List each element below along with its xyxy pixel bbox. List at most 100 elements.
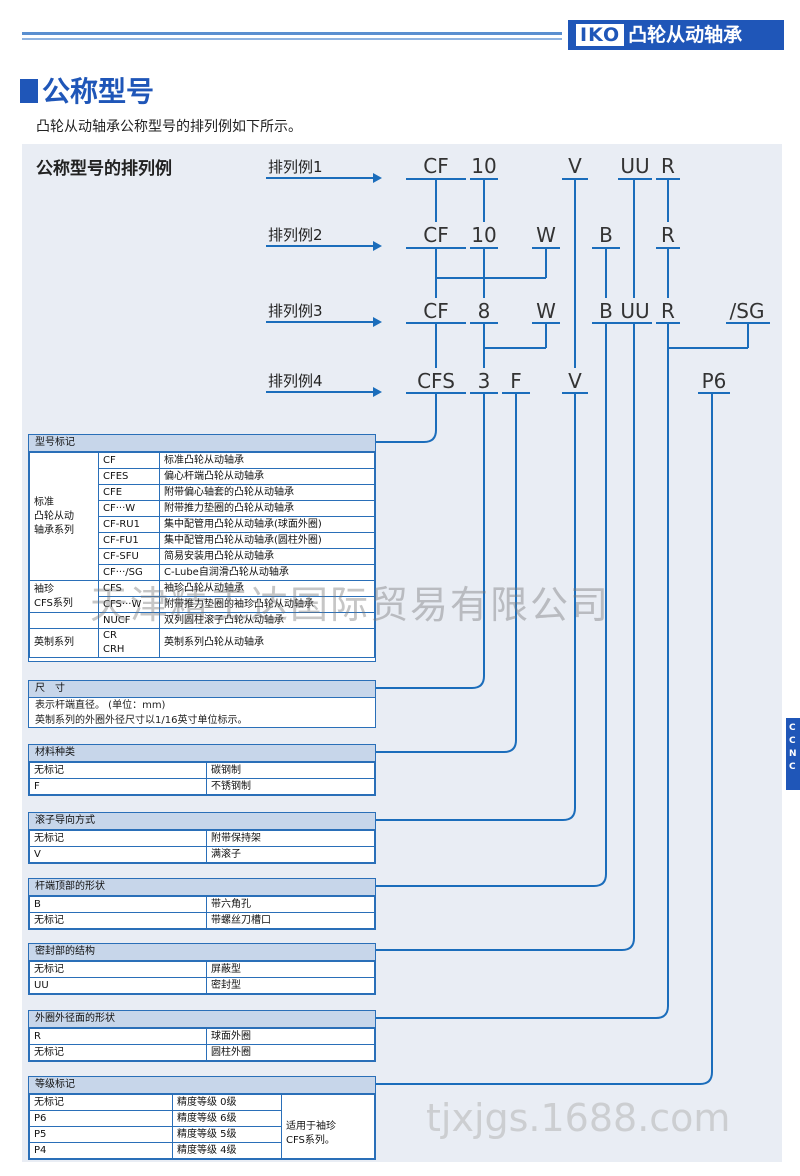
code-cell: CF bbox=[98, 452, 160, 469]
ex4-code-type: CFS bbox=[417, 369, 455, 393]
example-1-label: 排列例1 bbox=[268, 158, 323, 176]
code-cell: CF···W bbox=[98, 500, 160, 517]
ex4-code-grade: P6 bbox=[701, 369, 727, 393]
ex3-code-head: B bbox=[599, 299, 613, 323]
seal-box-header: 密封部的结构 bbox=[29, 944, 375, 961]
header-rule-1 bbox=[22, 32, 562, 35]
code-cell: CF-FU1 bbox=[98, 532, 160, 549]
example-3-arrow bbox=[266, 317, 382, 327]
ex3-code-sg: /SG bbox=[729, 299, 765, 323]
group-standard: 标准 凸轮从动 轴承系列 bbox=[29, 452, 99, 581]
desc-cell: 带螺丝刀槽口 bbox=[206, 912, 375, 929]
code-cell: P6 bbox=[29, 1110, 173, 1127]
desc-cell: 偏心杆端凸轮从动轴承 bbox=[159, 468, 375, 485]
ex2-code-type: CF bbox=[423, 223, 449, 247]
desc-cell: 简易安装用凸轮从动轴承 bbox=[159, 548, 375, 565]
model-box-header: 型号标记 bbox=[29, 435, 375, 452]
code-cell: F bbox=[29, 778, 207, 795]
code-cell: V bbox=[29, 846, 207, 863]
roller-box-header: 滚子导向方式 bbox=[29, 813, 375, 830]
code-cell: R bbox=[29, 1028, 207, 1045]
example-1-arrow bbox=[266, 173, 382, 183]
desc-cell: 集中配管用凸轮从动轴承(圆柱外圈) bbox=[159, 532, 375, 549]
desc-cell: 球面外圈 bbox=[206, 1028, 375, 1045]
code-cell: 无标记 bbox=[29, 912, 207, 929]
ex1-code-outer: R bbox=[661, 154, 675, 178]
table-row: 无标记带螺丝刀槽口 bbox=[29, 912, 375, 929]
desc-cell: 附带偏心轴套的凸轮从动轴承 bbox=[159, 484, 375, 501]
side-index-tab[interactable]: C C N C bbox=[786, 718, 800, 790]
desc-cell: 精度等级 4级 bbox=[172, 1142, 282, 1159]
table-row: 无标记屏蔽型 bbox=[29, 961, 375, 978]
desc-cell: 精度等级 6级 bbox=[172, 1110, 282, 1127]
ex2-code-outer: R bbox=[661, 223, 675, 247]
size-line-1: 表示杆端直径。 (单位：mm) bbox=[35, 700, 166, 711]
desc-cell: 集中配管用凸轮从动轴承(球面外圈) bbox=[159, 516, 375, 533]
watermark-company: 天津精工达国际贸易有限公司 bbox=[90, 583, 611, 627]
ex4-code-roller: V bbox=[568, 369, 582, 393]
watermark-site: tjxjgs.1688.com bbox=[426, 1096, 731, 1140]
code-cell: CF-SFU bbox=[98, 548, 160, 565]
desc-cell: 屏蔽型 bbox=[206, 961, 375, 978]
desc-cell: 标准凸轮从动轴承 bbox=[159, 452, 375, 469]
grade-note: 适用于袖珍 CFS系列。 bbox=[281, 1110, 375, 1159]
code-cell: 无标记 bbox=[29, 961, 207, 978]
size-box: 尺 寸 表示杆端直径。 (单位：mm) 英制系列的外圈外径尺寸以1/16英寸单位… bbox=[28, 680, 376, 728]
table-row: 无标记精度等级 0级 bbox=[29, 1094, 375, 1111]
desc-cell: 不锈钢制 bbox=[206, 778, 375, 795]
ex3-code-seal: UU bbox=[620, 299, 650, 323]
desc-cell: 精度等级 0级 bbox=[172, 1094, 282, 1111]
ex2-code-head: B bbox=[599, 223, 613, 247]
table-row: 无标记圆柱外圈 bbox=[29, 1044, 375, 1061]
desc-cell: 满滚子 bbox=[206, 846, 375, 863]
ex2-code-w: W bbox=[536, 223, 556, 247]
code-cell: 无标记 bbox=[29, 830, 207, 847]
intro-text: 凸轮从动轴承公称型号的排列例如下所示。 bbox=[36, 119, 302, 135]
ex3-code-size: 8 bbox=[477, 299, 491, 323]
example-3-label: 排列例3 bbox=[268, 302, 323, 320]
example-4-label: 排列例4 bbox=[268, 372, 323, 390]
ex1-code-seal: UU bbox=[620, 154, 650, 178]
example-2-label: 排列例2 bbox=[268, 226, 323, 244]
material-box-header: 材料种类 bbox=[29, 745, 375, 762]
title-square-icon bbox=[20, 79, 38, 103]
grade-box-header: 等级标记 bbox=[29, 1077, 375, 1094]
code-cell: CF-RU1 bbox=[98, 516, 160, 533]
code-cell: UU bbox=[29, 977, 207, 994]
code-cell: CFE bbox=[98, 484, 160, 501]
table-row: 无标记碳钢制 bbox=[29, 762, 375, 779]
desc-cell: 精度等级 5级 bbox=[172, 1126, 282, 1143]
header-rule-2 bbox=[22, 38, 562, 40]
desc-cell: 英制系列凸轮从动轴承 bbox=[159, 628, 375, 658]
desc-cell: 带六角孔 bbox=[206, 896, 375, 913]
desc-cell: 附带推力垫圈的凸轮从动轴承 bbox=[159, 500, 375, 517]
ex2-code-size: 10 bbox=[471, 223, 497, 247]
code-cell: 无标记 bbox=[29, 1044, 207, 1061]
code-cell: B bbox=[29, 896, 207, 913]
table-row: 无标记附带保持架 bbox=[29, 830, 375, 847]
ex3-code-w: W bbox=[536, 299, 556, 323]
desc-cell: 附带保持架 bbox=[206, 830, 375, 847]
group-inch: 英制系列 bbox=[29, 628, 99, 658]
size-line-2: 英制系列的外圈外径尺寸以1/16英寸单位标示。 bbox=[35, 715, 248, 726]
head-box-header: 杆端顶部的形状 bbox=[29, 879, 375, 896]
code-cell: P5 bbox=[29, 1126, 173, 1143]
panel-title: 公称型号的排列例 bbox=[36, 159, 172, 179]
ex4-code-material: F bbox=[510, 369, 522, 393]
brand-mark: IKO bbox=[576, 24, 625, 46]
size-box-header: 尺 寸 bbox=[29, 681, 375, 698]
ex4-code-size: 3 bbox=[477, 369, 491, 393]
page-title: 公称型号 bbox=[20, 70, 154, 110]
ex1-code-size: 10 bbox=[471, 154, 497, 178]
